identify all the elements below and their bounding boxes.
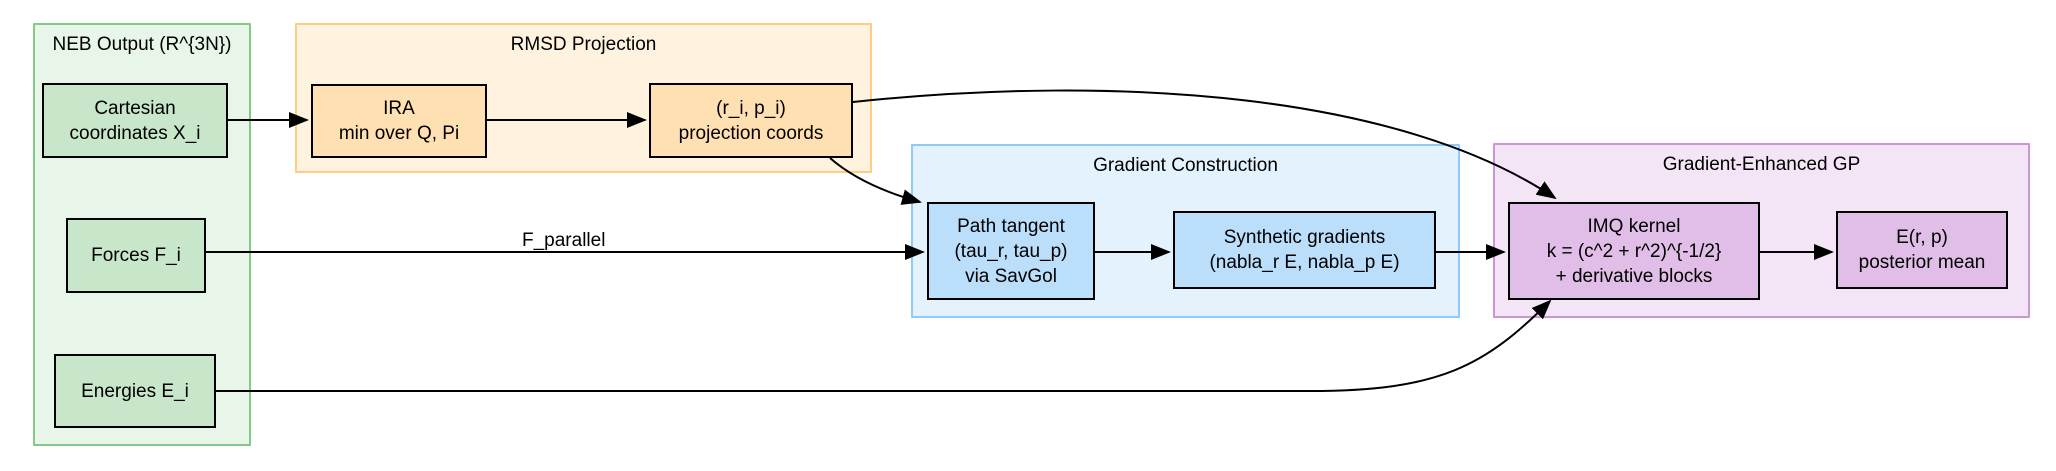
node-path-tangent-line3: via SavGol [965,265,1057,287]
cluster-gradient-enhanced-gp-label: Gradient-Enhanced GP [1662,154,1861,175]
node-path-tangent-line2: (tau_r, tau_p) [954,240,1068,262]
node-posterior-mean-line2: posterior mean [1858,252,1986,273]
node-energies: Energies E_i [54,354,216,428]
node-synthetic-gradients-line2: (nabla_r E, nabla_p E) [1209,252,1400,273]
node-cartesian-coordinates-line2: coordinates X_i [69,122,201,144]
node-ira-line1: IRA [383,98,415,119]
node-synthetic-gradients-line1: Synthetic gradients [1223,227,1386,248]
node-forces-line1: Forces F_i [91,245,181,266]
node-projection-coords: (r_i, p_i) projection coords [649,83,853,158]
cluster-neb-output-label: NEB Output (R^{3N}) [52,34,232,55]
node-cartesian-coordinates: Cartesian coordinates X_i [42,83,228,158]
node-energies-line1: Energies E_i [81,380,189,402]
cluster-rmsd-projection-label: RMSD Projection [510,34,657,55]
node-imq-kernel: IMQ kernel k = (c^2 + r^2)^{-1/2} + deri… [1508,202,1760,300]
node-forces: Forces F_i [66,218,206,293]
node-synthetic-gradients: Synthetic gradients (nabla_r E, nabla_p … [1173,211,1436,289]
node-path-tangent-line1: Path tangent [957,215,1065,237]
node-projection-coords-line2: projection coords [678,122,824,144]
node-posterior-mean: E(r, p) posterior mean [1836,211,2008,289]
cluster-gradient-construction-label: Gradient Construction [1093,155,1278,176]
node-imq-kernel-line1: IMQ kernel [1587,215,1681,237]
node-posterior-mean-line1: E(r, p) [1896,227,1948,248]
node-imq-kernel-line2: k = (c^2 + r^2)^{-1/2} [1546,240,1722,262]
edge-label-f-parallel: F_parallel [522,230,606,251]
node-ira: IRA min over Q, Pi [311,84,487,158]
node-imq-kernel-line3: + derivative blocks [1555,265,1713,287]
node-cartesian-coordinates-line1: Cartesian [94,97,176,119]
node-path-tangent: Path tangent (tau_r, tau_p) via SavGol [927,202,1095,300]
node-projection-coords-line1: (r_i, p_i) [716,97,786,119]
node-ira-line2: min over Q, Pi [338,123,460,144]
